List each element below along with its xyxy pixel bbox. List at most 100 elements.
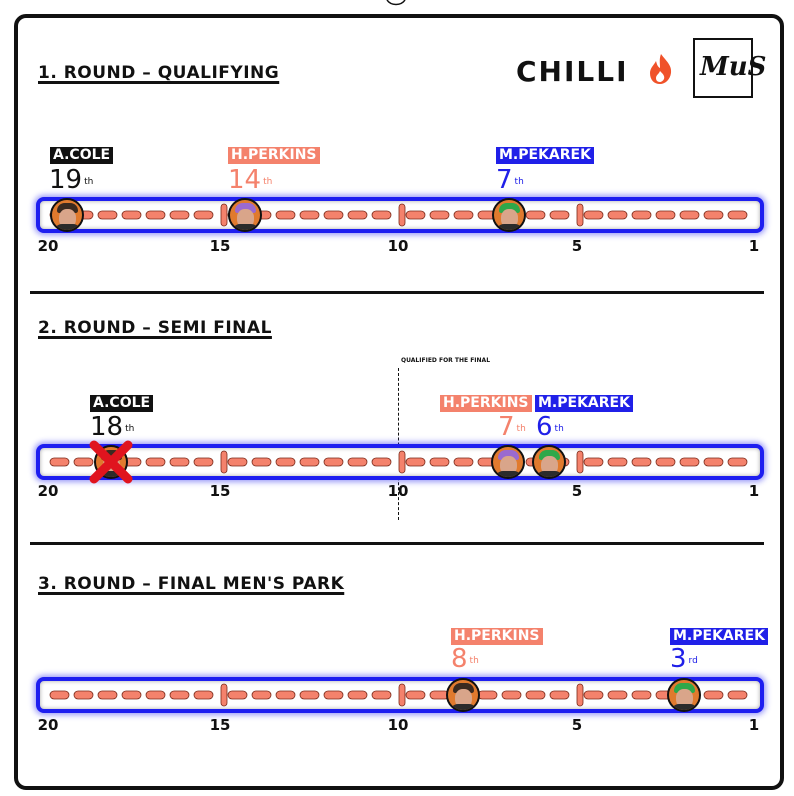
track-dash [251,457,272,467]
round-3-title: 3. ROUND – FINAL MEN'S PARK [38,574,345,594]
top-edge-mark [386,0,406,6]
track-dash [703,210,724,220]
rider-tag-m-pekarek: M.PEKAREK [670,628,768,645]
track-dash [299,210,320,220]
track-dash [549,210,570,220]
rider-avatar-a-cole [50,198,84,232]
track-divider-mark [220,683,228,707]
track-dash [323,690,344,700]
track-dash [405,690,426,700]
track-dash [227,457,248,467]
track-dash [275,210,296,220]
tick-label: 15 [209,482,231,500]
track-dash [299,690,320,700]
track-dash [193,457,214,467]
tick-label: 10 [387,237,409,255]
track-divider-mark [220,450,228,474]
rank-track [36,677,764,713]
track-dash [679,457,700,467]
tick-label: 1 [748,237,760,255]
track-divider-mark [576,683,584,707]
track-dash [73,457,94,467]
track-dash [121,210,142,220]
track-dash [169,457,190,467]
track-dash [323,457,344,467]
track-dash [607,210,628,220]
track-dash [429,457,450,467]
tick-label: 10 [387,716,409,734]
rider-tag-m-pekarek: M.PEKAREK [496,147,594,164]
track-dash [251,690,272,700]
track-divider-mark [576,450,584,474]
track-dash [97,690,118,700]
track-dash [525,690,546,700]
track-dash [371,210,392,220]
track-dash [193,690,214,700]
track-divider-mark [398,683,406,707]
tick-label: 5 [571,716,583,734]
track-divider-mark [398,203,406,227]
track-dash [371,690,392,700]
track-dash [525,210,546,220]
rider-tag-h-perkins: H.PERKINS [451,628,543,645]
track-dash [275,457,296,467]
track-dash [703,457,724,467]
track-dash [453,210,474,220]
track-dash [275,690,296,700]
round-1-title: 1. ROUND – QUALIFYING [38,63,280,83]
rider-avatar-m-pekarek [532,445,566,479]
track-dash [631,210,652,220]
track-segments [49,203,748,227]
track-dash [49,457,70,467]
flame-icon [650,54,672,84]
rider-avatar-h-perkins [228,198,262,232]
track-dash [727,210,748,220]
rank-track [36,444,764,480]
rider-avatar-m-pekarek [492,198,526,232]
mus-logo: MuS [693,38,766,98]
rider-tag-m-pekarek: M.PEKAREK [535,395,633,412]
track-dash [169,690,190,700]
rider-avatar-m-pekarek [667,678,701,712]
track-dash [501,690,522,700]
tick-label: 5 [571,237,583,255]
track-dash [49,690,70,700]
qualification-label: QUALIFIED FOR THE FINAL [401,357,491,364]
chilli-logo: CHILLI [516,55,629,88]
rider-tag-h-perkins: H.PERKINS [440,395,532,412]
track-dash [607,457,628,467]
track-dash [727,690,748,700]
tick-label: 5 [571,482,583,500]
track-divider-mark [220,203,228,227]
track-segments [49,683,748,707]
track-dash [429,210,450,220]
track-dash [583,690,604,700]
tick-label: 1 [748,482,760,500]
track-dash [631,690,652,700]
track-dash [727,457,748,467]
section-divider [30,291,764,294]
track-divider-mark [576,203,584,227]
track-dash [477,690,498,700]
track-dash [145,210,166,220]
track-dash [583,210,604,220]
track-dash [405,457,426,467]
track-dash [323,210,344,220]
track-dash [299,457,320,467]
track-dash [227,690,248,700]
track-dash [453,457,474,467]
rider-tag-a-cole: A.COLE [90,395,154,412]
track-dash [583,457,604,467]
tick-label: 20 [37,237,59,255]
section-divider [30,542,764,545]
tick-label: 1 [748,716,760,734]
track-dash [169,210,190,220]
track-divider-mark [398,450,406,474]
track-dash [73,690,94,700]
track-dash [347,210,368,220]
track-dash [145,457,166,467]
